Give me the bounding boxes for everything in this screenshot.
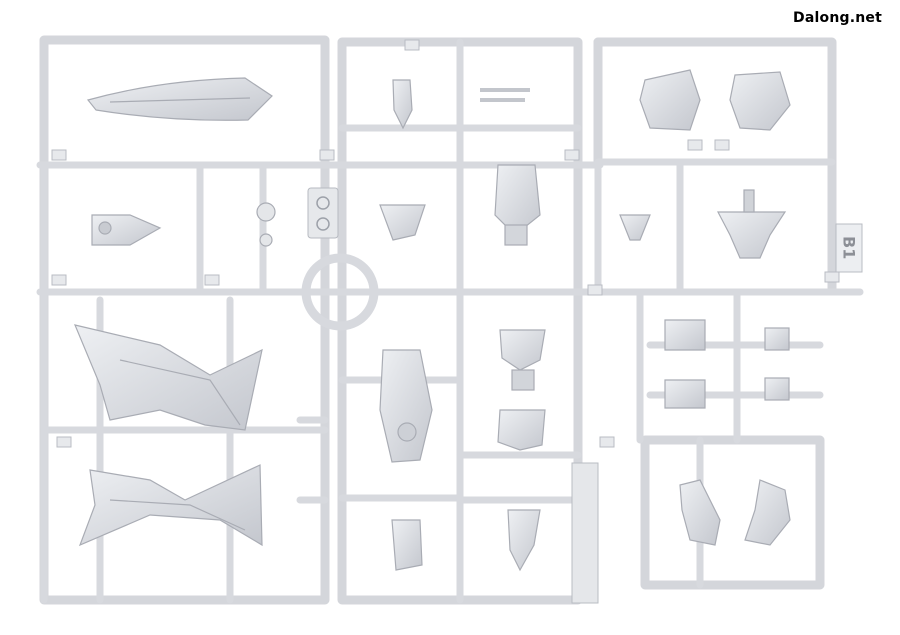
part-shoulder-right [729,71,791,131]
part-long-blade [86,77,273,121]
part-bracket [379,204,426,241]
part-crossbar [717,211,787,259]
watermark-text: Dalong.net [793,10,882,26]
part-joint-ball [256,202,276,222]
part-ankle [507,509,541,572]
part-claw [392,79,413,130]
runner-label: B1 [839,236,859,260]
part-wing-upper [73,324,263,431]
part-wing-lower [78,464,263,547]
kit-parts [73,69,791,572]
runner-ring [301,253,379,331]
product-tab-text [570,463,600,603]
runner-bars [36,38,864,604]
part-knee-lower [497,409,546,451]
product-tab-frame [571,462,599,604]
part-v-piece [619,214,651,241]
runner-tags [51,39,840,448]
part-armor-left [679,479,721,546]
gate-label-plate [307,187,339,239]
part-small-arm [91,214,162,246]
part-square-upper [764,327,790,351]
part-knee-upper [499,329,546,371]
runner-label-frame [835,223,863,273]
part-armor-right [744,479,791,546]
part-small-foot [391,519,423,571]
part-leg-long [379,349,433,463]
part-small-rods [480,88,530,102]
part-square-lower [764,377,790,401]
part-hand-upper [664,319,706,351]
part-shoulder-left [639,69,701,131]
part-hand-lower [664,379,706,409]
